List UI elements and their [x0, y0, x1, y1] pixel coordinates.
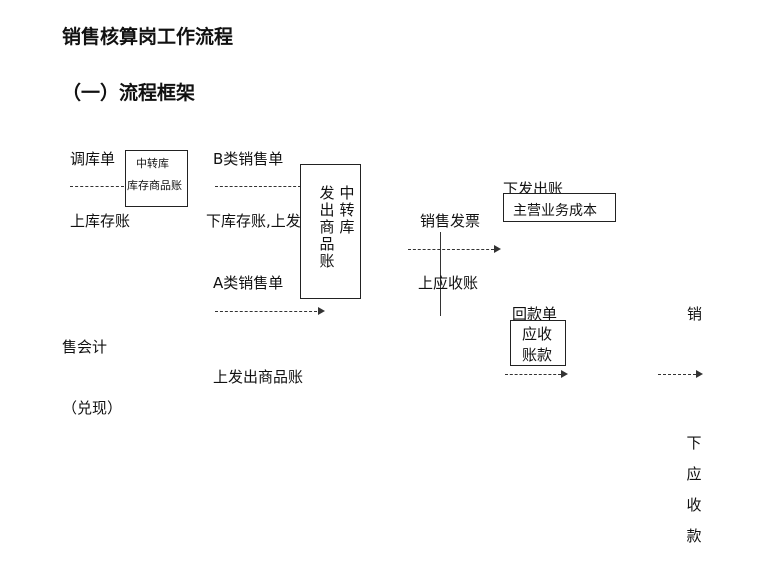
shipped-box-col1: 中转库	[339, 184, 355, 236]
arrow-right-icon	[561, 370, 568, 378]
lower-receivable-vertical-label: 下应收款	[686, 434, 702, 545]
main-business-cost-box: 主营业务成本	[503, 193, 616, 222]
upper-shipped-goods-label: 上发出商品账	[213, 368, 304, 386]
cash-realization-label: （兑现）	[62, 399, 123, 417]
accounts-receivable-box: 应收 账款	[510, 320, 566, 366]
transfer-order-label: 调库单	[70, 150, 116, 168]
a-sales-order-label: A类销售单	[213, 274, 284, 292]
arrow-right-icon	[696, 370, 703, 378]
dashed-connector	[70, 186, 124, 187]
lower-inventory-label: 下库存账,上发出	[206, 212, 301, 230]
receivable-box-line2: 账款	[522, 346, 553, 364]
dashed-arrow-line	[658, 374, 696, 375]
main-cost-text: 主营业务成本	[513, 203, 597, 219]
payment-receipt-label: 回款单	[512, 305, 558, 323]
shipped-box-col2: 发出商品账	[319, 184, 335, 270]
dashed-arrow-line	[408, 249, 494, 250]
transit-inventory-box: 中转库 库存商品账	[125, 150, 188, 207]
section-heading: （一）流程框架	[62, 82, 196, 104]
dashed-arrow-line	[505, 374, 561, 375]
transit-box-line2: 库存商品账	[127, 179, 182, 192]
sales-char-label: 销	[687, 305, 703, 323]
dashed-arrow-line	[215, 311, 317, 312]
vertical-divider-line	[440, 232, 441, 316]
upper-inventory-label: 上库存账	[70, 212, 131, 230]
upper-receivable-label: 上应收账	[418, 274, 479, 292]
transit-box-line1: 中转库	[136, 157, 169, 170]
arrow-right-icon	[494, 245, 501, 253]
dashed-connector	[215, 186, 301, 187]
arrow-right-icon	[318, 307, 325, 315]
sales-accountant-label: 售会计	[62, 338, 108, 356]
sales-invoice-label: 销售发票	[420, 212, 481, 230]
b-sales-order-label: B类销售单	[213, 150, 284, 168]
receivable-box-line1: 应收	[522, 325, 553, 343]
transit-shipped-goods-box: 中转库 发出商品账	[300, 164, 361, 299]
page-title: 销售核算岗工作流程	[62, 26, 234, 48]
